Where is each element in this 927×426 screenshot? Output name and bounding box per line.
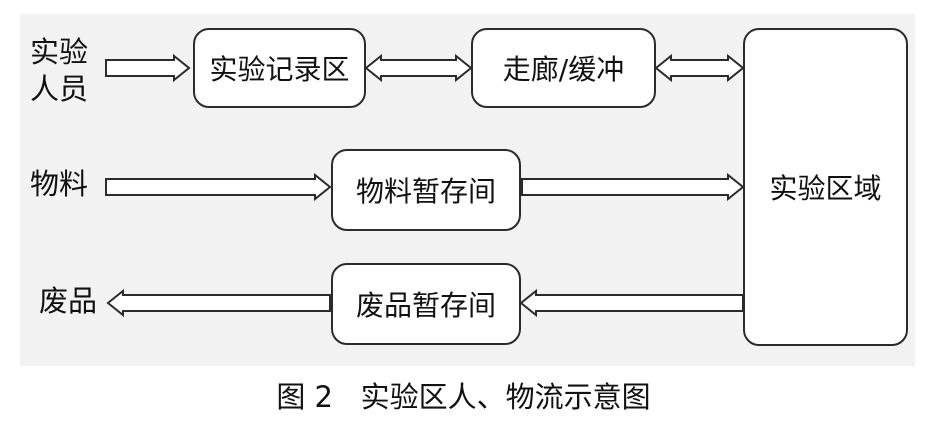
box-record-area: 实验记录区 (193, 28, 366, 108)
box-waste-staging: 废品暂存间 (331, 263, 521, 345)
box-material-staging: 物料暂存间 (331, 149, 521, 231)
label-materials: 物料 (30, 167, 89, 201)
arrow-materials-to-staging (105, 172, 332, 202)
box-lab-area: 实验区域 (743, 28, 908, 346)
box-corridor-buffer: 走廊/缓冲 (471, 28, 656, 108)
arrow-waste-staging-to-waste (106, 288, 331, 318)
arrow-staging-to-lab (521, 172, 745, 202)
arrow-lab-to-waste-staging (519, 288, 744, 318)
label-personnel: 实验人员 (30, 35, 89, 107)
arrow-corridor-lab-bidirectional (654, 53, 745, 83)
figure-caption: 图 2 实验区人、物流示意图 (276, 380, 651, 414)
arrow-record-corridor-bidirectional (364, 53, 473, 83)
arrow-personnel-to-record (105, 53, 191, 83)
label-waste: 废品 (39, 284, 98, 318)
